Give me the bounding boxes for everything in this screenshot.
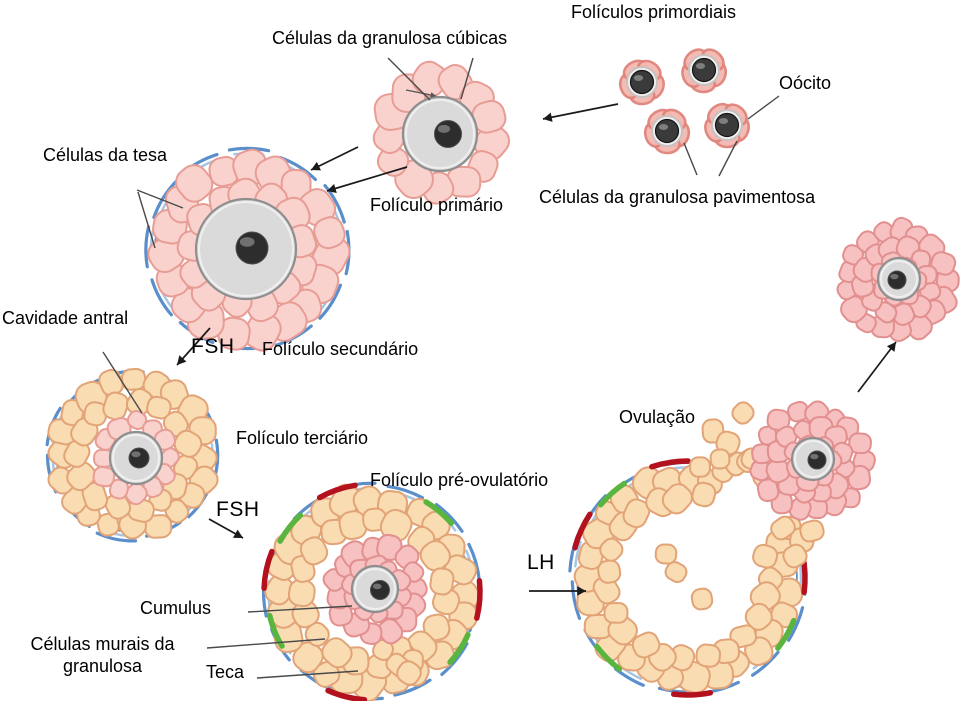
label-celulas-murais: Células murais da granulosa <box>30 634 175 676</box>
label-celulas-da-tesa: Células da tesa <box>42 145 168 165</box>
secondary-follicle-illustration <box>144 146 351 352</box>
label-teca: Teca <box>206 662 245 682</box>
arrow-fsh-secondary-to-tertiary <box>176 327 211 366</box>
primordial-follicles-illustration <box>618 48 751 155</box>
label-foliculo-pre-ovulatorio: Folículo pré-ovulatório <box>370 470 549 490</box>
label-celulas-granulosa-pavimentosa: Células da granulosa pavimentosa <box>539 187 816 207</box>
label-foliculo-terciario: Folículo terciário <box>236 428 369 448</box>
label-fsh-1: FSH <box>191 335 235 358</box>
arrow-ovulated-to-released <box>857 341 897 393</box>
label-cumulus: Cumulus <box>140 598 212 618</box>
ovulated-cumulus-oocyte-illustration <box>749 400 876 521</box>
pointer-cavidade-antral <box>102 351 143 414</box>
pointer-pavimentosa <box>683 140 738 177</box>
arrow-primary-to-secondary-2 <box>326 166 408 193</box>
tertiary-follicle-illustration <box>45 367 220 543</box>
label-foliculos-primordiais: Folículos primordiais <box>571 2 737 22</box>
arrow-primordial-to-primary <box>542 103 619 122</box>
arrow-fsh-tertiary-to-preovulatory <box>208 518 244 539</box>
pointer-cubicas <box>387 57 474 101</box>
label-celulas-granulosa-cubicas: Células da granulosa cúbicas <box>272 28 508 48</box>
pointer-celulas-tesa <box>136 189 184 249</box>
released-oocyte-illustration <box>836 216 960 343</box>
pointer-teca <box>256 670 359 679</box>
arrow-lh-ovulation <box>529 586 586 596</box>
pointer-oocito <box>747 95 780 120</box>
pointer-celulas-murais <box>206 638 326 649</box>
preovulatory-follicle-illustration <box>261 481 483 701</box>
label-lh: LH <box>527 551 555 574</box>
arrow-cubicas-small <box>405 89 437 98</box>
label-cavidade-antral: Cavidade antral <box>2 308 129 328</box>
arrow-primary-to-secondary-1 <box>310 146 359 171</box>
label-foliculo-secundario: Folículo secundário <box>262 339 419 359</box>
label-oocito: Oócito <box>779 73 832 93</box>
ruptured-follicle-illustration <box>568 401 825 698</box>
label-ovulacao: Ovulação <box>619 407 696 427</box>
primary-follicle-illustration <box>372 60 511 205</box>
label-fsh-2: FSH <box>216 498 260 521</box>
pointer-cumulus <box>247 605 353 613</box>
label-foliculo-primario: Folículo primário <box>370 195 504 215</box>
